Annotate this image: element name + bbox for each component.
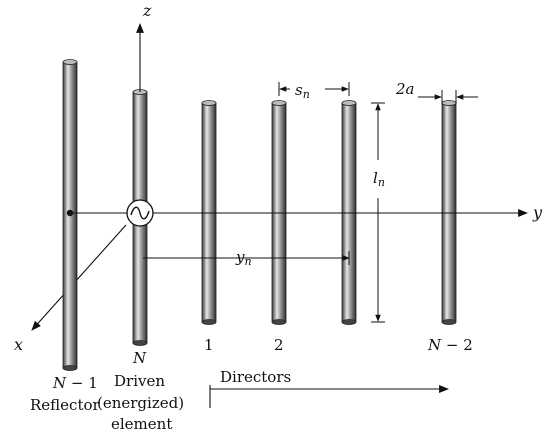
source-symbol-icon [126,199,154,227]
sn-label: sn [295,81,310,101]
driven-label-1: Driven [114,372,165,390]
yn-label: yn [235,248,252,268]
x-axis-line [31,224,127,331]
director-2-index: 2 [274,336,284,354]
x-axis-label: x [14,335,23,354]
y-axis-label: y [532,203,543,222]
reflector-label: Reflector [30,396,101,414]
z-axis-label: z [142,1,152,20]
director-1-index: 1 [204,336,214,354]
directors-label: Directors [220,368,291,386]
driven-label-3: element [111,415,172,433]
origin-dot [66,209,74,217]
driven-label-2: (energized) [97,394,184,412]
ln-label: ln [373,169,385,189]
director-last-index: N − 2 [427,336,473,354]
2a-label: 2a [395,80,415,98]
driven-index: N [132,349,147,367]
reflector-index: N − 1 [52,374,98,392]
